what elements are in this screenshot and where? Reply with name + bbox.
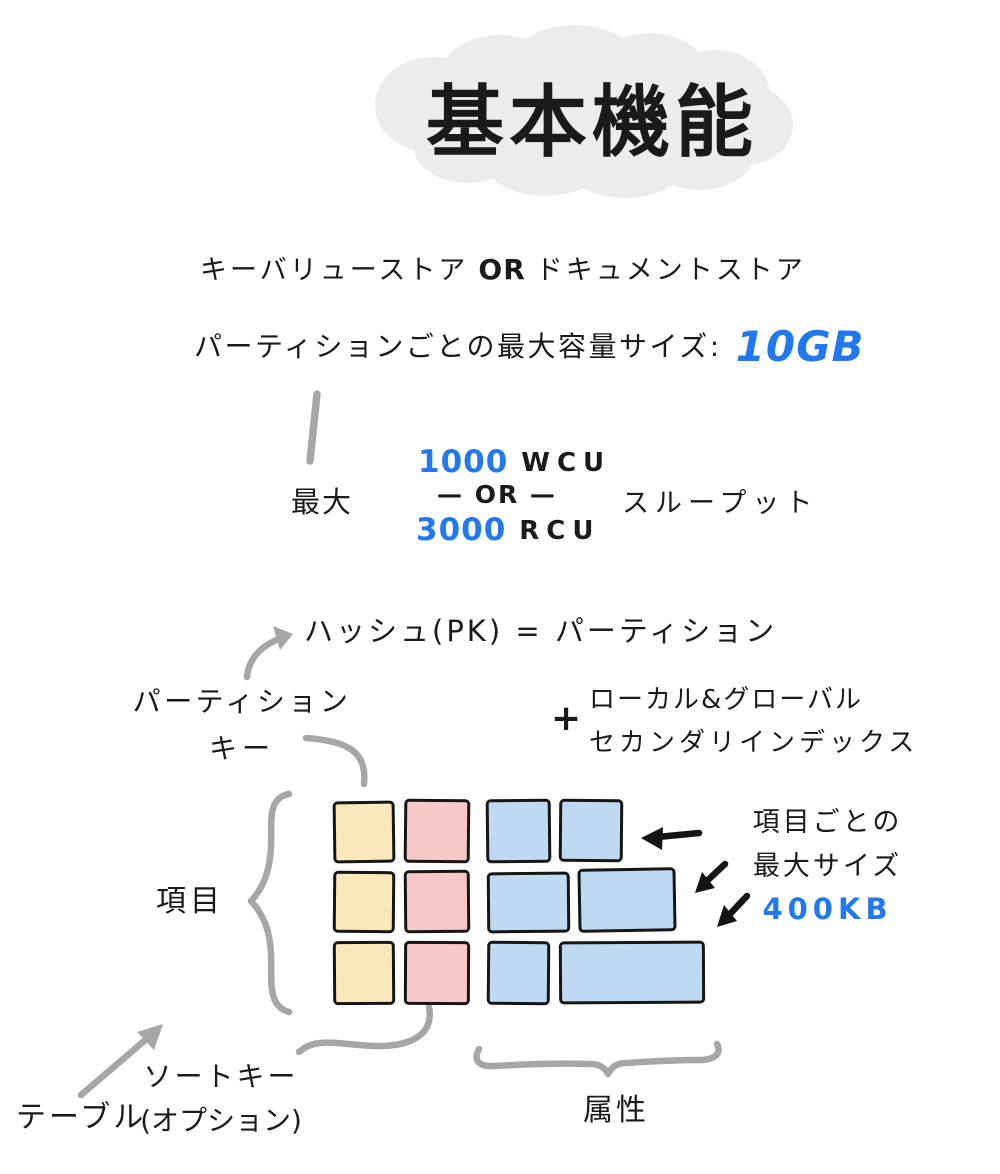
partition-key-cell [332,940,396,1006]
partition-key-cell [332,800,396,864]
sort-key-hook [295,1003,433,1056]
wcu-line: 1000 WCU [418,444,611,480]
store-type-line: キーバリューストア OR ドキュメントストア [200,248,806,287]
partition-key-label-line1: パーティション [132,685,352,718]
item-brace [247,790,293,1016]
rcu-value: 3000 [416,512,507,548]
attributes-label: 属性 [583,1093,649,1128]
partition-key-label-line2: キー [208,732,275,765]
item-size-arrow-1-line [654,829,703,841]
secondary-index-line2: セカンダリインデックス [589,728,919,758]
sort-key-cell [403,869,471,934]
wcu-value: 1000 [418,444,509,480]
sort-key-label-line2: (オプション) [140,1104,302,1137]
partition-key-cell [332,870,396,934]
item-label: 項目 [156,884,224,919]
rcu-line: 3000 RCU [416,512,601,548]
partition-size-value: 10GB [735,322,865,371]
hash-partition-line: ハッシュ(PK) = パーティション [304,614,778,648]
attribute-cell [577,867,677,933]
store-type-or: OR [478,253,526,286]
sort-key-label-line1: ソートキー [143,1060,299,1093]
secondary-index-label: ローカル&グローバル セカンダリインデックス [589,679,918,759]
throughput-or-label: — OR — [437,480,557,509]
sort-key-cell [403,798,471,864]
hash-arrowhead [273,626,293,650]
sort-key-cell [403,940,471,1006]
store-type-right: ドキュメントストア [535,255,806,286]
throughput-max-label: 最大 [291,485,354,519]
partition-key-label: パーティション キー [126,680,358,767]
secondary-index-line1: ローカル&グローバル [589,685,864,715]
item-max-size-line2: 最大サイズ [752,851,903,882]
hash-arrow-curve [243,634,285,681]
throughput-label: スループット [622,488,819,519]
attributes-brace [473,1040,722,1078]
sort-key-label: ソートキー (オプション) [131,1055,311,1139]
item-size-arrowhead-2 [695,872,715,893]
page-title: 基本機能 [425,78,758,168]
wcu-unit: WCU [521,448,612,478]
table-label: テーブル [16,1100,147,1135]
item-max-size-line1: 項目ごとの [752,807,903,838]
attribute-cell [558,940,706,1005]
item-size-arrowhead-1 [641,827,663,850]
partition-size-label: パーティションごとの最大容量サイズ: [194,330,722,363]
item-max-size-callout: 項目ごとの 最大サイズ 400KB [730,800,925,926]
partition-size-line: パーティションごとの最大容量サイズ: 10GB [194,322,865,371]
secondary-index-plus: + [551,698,582,739]
store-type-left: キーバリューストア [200,255,469,286]
attribute-cell [486,940,551,1006]
item-max-size-value: 400KB [762,892,893,926]
item-size-arrow-2-line [704,860,729,884]
table-arrowhead [137,1024,163,1050]
attribute-cell [485,798,552,864]
max-pointer-stroke [306,390,321,465]
attribute-cell [558,798,624,863]
rcu-unit: RCU [519,516,601,546]
attribute-cell [486,871,571,934]
